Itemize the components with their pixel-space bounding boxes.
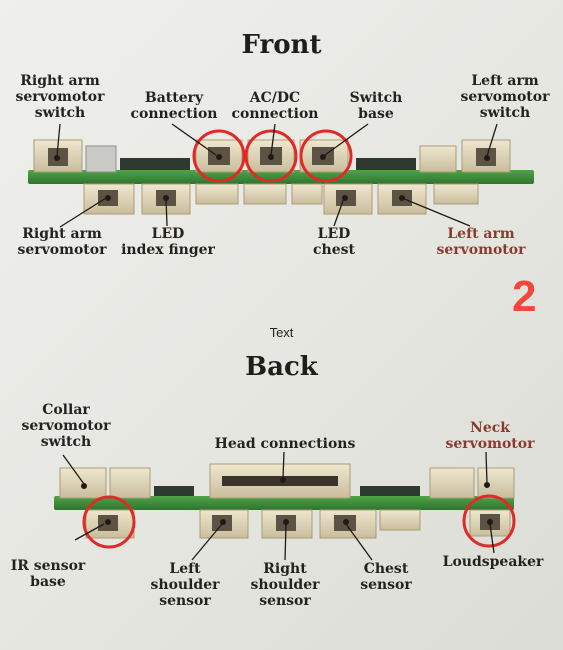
label-led-chest: LED chest [313,226,355,258]
page-number: 2 [512,272,537,321]
label-chest-sensor: Chest sensor [360,561,412,593]
label-ir-sensor-base: IR sensor base [10,558,86,590]
label-right-arm-servomotor-switch: Right arm servomotor switch [15,73,105,121]
front-title: Front [241,30,322,60]
label-loudspeaker: Loudspeaker [442,554,544,570]
label-led-index-finger: LED index finger [121,226,215,258]
label-left-arm-servomotor: Left arm servomotor [436,226,526,258]
label-collar-servomotor-switch: Collar servomotor switch [21,402,111,450]
label-battery-connection: Battery connection [130,90,218,122]
label-neck-servomotor: Neck servomotor [445,420,535,452]
back-pin-dots [81,477,493,525]
back-bottom-connectors [85,509,511,539]
front-bottom-connectors [83,183,479,215]
back-top-connectors [59,463,515,499]
back-highlight-circles [82,494,516,549]
front-pcb [28,170,534,184]
label-right-shoulder-sensor: Right shoulder sensor [250,561,320,609]
front-top-connectors [33,139,511,173]
label-right-arm-servomotor: Right arm servomotor [17,226,107,258]
front-highlight-circles [192,129,353,183]
front-pin-dots [54,154,490,201]
front-leader-lines [56,123,498,228]
label-acdc-connection: AC/DC connection [231,90,319,122]
placeholder-text: Text [269,325,294,340]
label-head-connections: Head connections [214,436,356,452]
label-left-arm-servomotor-switch: Left arm servomotor switch [460,73,550,121]
back-title: Back [245,352,318,382]
back-leader-lines [62,451,495,561]
label-switch-base: Switch base [349,90,403,122]
label-left-shoulder-sensor: Left shoulder sensor [150,561,220,609]
back-pcb [54,496,514,510]
